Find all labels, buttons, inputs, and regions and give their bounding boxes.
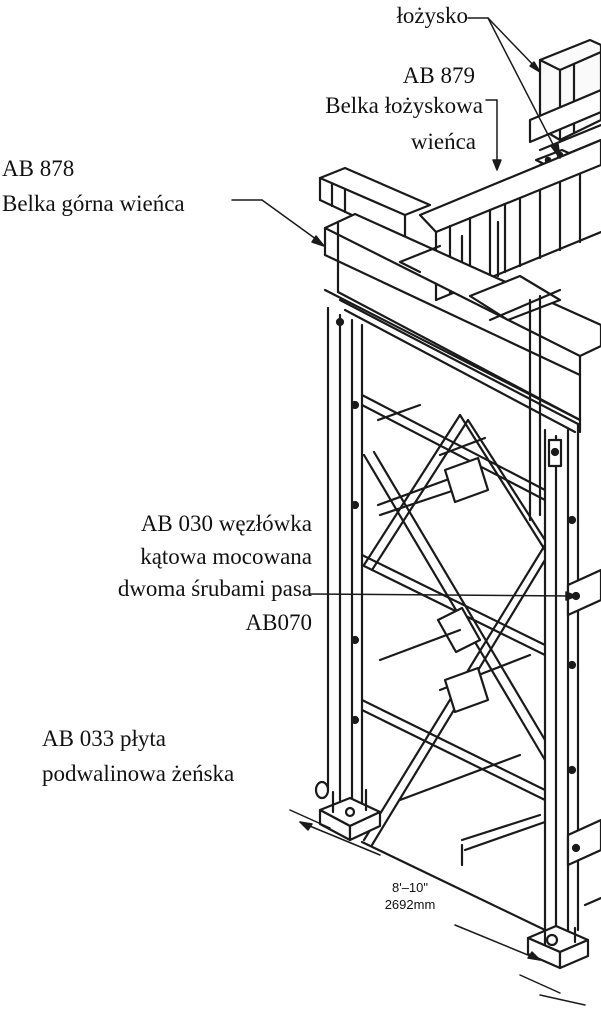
bearing-beam-block <box>528 38 601 167</box>
right-base-plate <box>526 924 590 970</box>
leader-lines <box>231 17 577 601</box>
label-ab879-code: AB 879 <box>402 63 475 88</box>
left-column <box>326 306 364 812</box>
dimension-metric: 2692mm <box>384 897 436 912</box>
label-ab879-line2: wieńca <box>410 129 476 154</box>
label-ab030-line1: AB 030 węzłówka <box>140 511 312 536</box>
label-ab033-line1: AB 033 płyta <box>42 726 166 751</box>
front-face-ties <box>360 393 547 932</box>
width-dimension-line <box>289 809 586 1006</box>
label-ab030-line3: dwoma śrubami pasa <box>117 576 312 601</box>
label-ab879-line1: Belka łożyskowa <box>325 93 483 118</box>
label-ab033-line2: podwalinowa żeńska <box>42 761 235 786</box>
right-column <box>543 423 580 942</box>
side-panel-members <box>376 403 547 867</box>
lower-crown-beam <box>323 212 601 434</box>
dimension-imperial: 8'–10" <box>391 880 429 895</box>
label-ab030-line4: AB070 <box>245 610 312 635</box>
left-base-plate <box>314 780 382 842</box>
label-ab878-code: AB 878 <box>2 156 75 181</box>
side-bracket-mid <box>566 568 601 907</box>
lattice-bracing <box>362 413 547 847</box>
label-ab030-line2: kątowa mocowana <box>140 544 312 569</box>
label-ab878-name: Belka górna wieńca <box>2 191 185 216</box>
label-bearing: łożysko <box>396 3 468 28</box>
